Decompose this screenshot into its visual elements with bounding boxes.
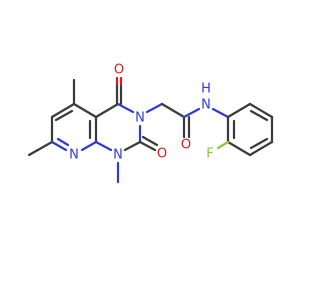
bond-c2-o bbox=[138, 140, 157, 152]
bond-nh-ph bbox=[211, 107, 230, 119]
bond-c4-n3 bbox=[116, 102, 135, 114]
bond-c7-n8-inner bbox=[56, 137, 70, 147]
bond-ph-2-3-inner bbox=[249, 109, 269, 122]
atom-f: F bbox=[206, 147, 213, 162]
bond-ph-4-5-inner bbox=[249, 137, 269, 150]
bond-ch2-co bbox=[160, 102, 186, 119]
bond-co-nh bbox=[182, 107, 201, 119]
molecule-structure: O O O N N N N H F bbox=[27, 63, 274, 184]
bond-c2-o-2 bbox=[141, 135, 159, 147]
bond-ph-4-5 bbox=[248, 140, 274, 157]
bond-n1-c8a bbox=[94, 140, 113, 152]
atom-n-pyridine: N bbox=[69, 148, 79, 163]
bond-c5-c6 bbox=[50, 102, 76, 119]
atom-n-amide: N bbox=[201, 98, 211, 113]
bond-ph-5-6 bbox=[226, 140, 252, 157]
bond-n8-c8a bbox=[80, 140, 98, 152]
bond-c7-n8 bbox=[50, 140, 68, 152]
atom-o-amide: O bbox=[181, 138, 191, 153]
bond-n3-ch2 bbox=[145, 102, 164, 114]
bond-ph-2-3 bbox=[248, 102, 274, 119]
atom-o-lower: O bbox=[157, 147, 167, 162]
bond-c5-c4a bbox=[72, 102, 98, 119]
atom-label-layer: O O O N N N N H F bbox=[69, 63, 214, 163]
atom-h-amide: H bbox=[201, 82, 211, 97]
bond-c2-n1 bbox=[123, 140, 142, 152]
bond-ph-f bbox=[216, 140, 230, 150]
atom-n-ring-n3: N bbox=[135, 111, 145, 126]
bond-ph-1-2 bbox=[226, 102, 252, 119]
bond-layer bbox=[27, 76, 274, 184]
bond-c7-methyl bbox=[27, 140, 54, 157]
bond-c5-c6-inner bbox=[54, 109, 74, 122]
atom-n-ring-n1: N bbox=[113, 148, 123, 163]
bond-c4a-c4 bbox=[94, 102, 120, 119]
atom-o-top: O bbox=[114, 63, 124, 78]
